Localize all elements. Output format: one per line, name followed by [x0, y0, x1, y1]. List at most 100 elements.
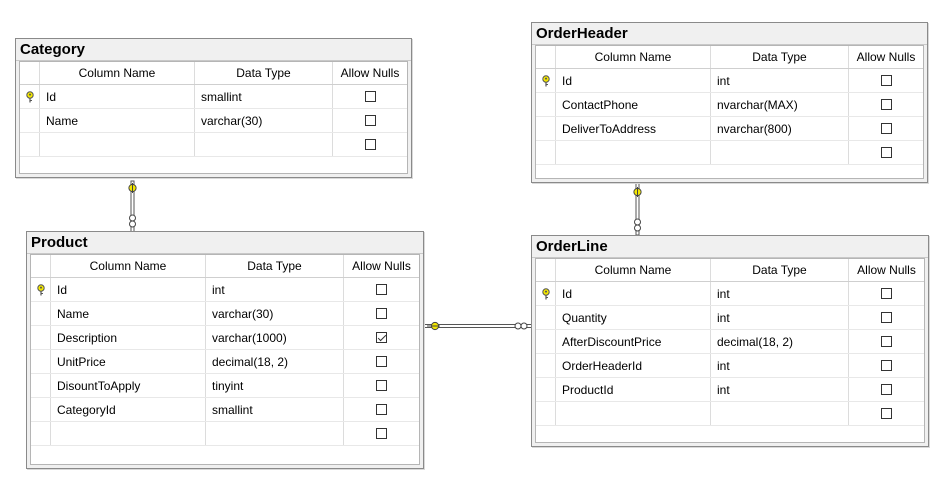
allow-nulls-cell[interactable] [849, 306, 924, 329]
column-name-cell[interactable]: Name [51, 302, 206, 325]
data-type-cell[interactable]: varchar(30) [195, 109, 333, 132]
allow-nulls-checkbox[interactable] [376, 380, 387, 391]
table-row[interactable] [536, 402, 924, 426]
column-name-cell[interactable]: ContactPhone [556, 93, 711, 116]
allow-nulls-checkbox[interactable] [881, 384, 892, 395]
allow-nulls-cell[interactable] [333, 133, 407, 156]
allow-nulls-checkbox[interactable] [376, 404, 387, 415]
row-selector[interactable] [536, 402, 556, 425]
column-name-cell[interactable]: Name [40, 109, 195, 132]
allow-nulls-cell[interactable] [849, 354, 924, 377]
table-row[interactable] [20, 133, 407, 157]
row-selector[interactable] [20, 109, 40, 132]
allow-nulls-checkbox[interactable] [881, 408, 892, 419]
table-title[interactable]: OrderHeader [532, 23, 927, 45]
data-type-cell[interactable]: int [711, 378, 849, 401]
allow-nulls-cell[interactable] [333, 109, 407, 132]
data-type-cell[interactable]: decimal(18, 2) [206, 350, 344, 373]
data-type-cell[interactable]: decimal(18, 2) [711, 330, 849, 353]
allow-nulls-cell[interactable] [849, 69, 923, 92]
data-type-cell[interactable]: varchar(1000) [206, 326, 344, 349]
allow-nulls-checkbox[interactable] [880, 99, 892, 110]
column-name-cell[interactable]: DeliverToAddress [556, 117, 711, 140]
allow-nulls-cell[interactable] [344, 326, 419, 349]
data-type-cell[interactable] [195, 133, 333, 156]
row-selector[interactable] [536, 354, 556, 377]
column-name-cell[interactable]: Id [40, 85, 195, 108]
allow-nulls-cell[interactable] [849, 330, 924, 353]
row-selector[interactable] [31, 326, 51, 349]
table-row[interactable] [31, 422, 419, 446]
allow-nulls-checkbox[interactable] [364, 139, 376, 150]
data-type-cell[interactable]: int [206, 278, 344, 301]
allow-nulls-checkbox[interactable] [881, 336, 892, 347]
row-selector[interactable] [20, 133, 40, 156]
data-type-cell[interactable]: tinyint [206, 374, 344, 397]
data-type-cell[interactable] [711, 141, 849, 164]
column-name-cell[interactable]: Id [51, 278, 206, 301]
data-type-cell[interactable]: smallint [206, 398, 344, 421]
row-selector[interactable] [536, 141, 556, 164]
allow-nulls-checkbox[interactable] [881, 312, 892, 323]
allow-nulls-checkbox[interactable] [880, 147, 892, 158]
column-name-cell[interactable]: Id [556, 69, 711, 92]
allow-nulls-checkbox[interactable] [880, 123, 892, 134]
column-name-cell[interactable]: Quantity [556, 306, 711, 329]
row-selector[interactable] [20, 85, 40, 108]
column-name-cell[interactable] [51, 422, 206, 445]
column-name-cell[interactable] [556, 402, 711, 425]
row-selector[interactable] [536, 117, 556, 140]
row-selector[interactable] [536, 378, 556, 401]
data-type-cell[interactable]: smallint [195, 85, 333, 108]
allow-nulls-cell[interactable] [849, 402, 924, 425]
row-selector[interactable] [536, 282, 556, 305]
allow-nulls-cell[interactable] [344, 398, 419, 421]
allow-nulls-cell[interactable] [344, 422, 419, 445]
allow-nulls-checkbox[interactable] [376, 332, 387, 343]
column-name-cell[interactable]: CategoryId [51, 398, 206, 421]
row-selector[interactable] [31, 422, 51, 445]
data-type-cell[interactable]: int [711, 306, 849, 329]
allow-nulls-checkbox[interactable] [881, 288, 892, 299]
row-selector[interactable] [31, 302, 51, 325]
allow-nulls-checkbox[interactable] [881, 360, 892, 371]
table-row[interactable] [536, 141, 923, 165]
allow-nulls-cell[interactable] [344, 278, 419, 301]
column-name-cell[interactable]: OrderHeaderId [556, 354, 711, 377]
data-type-cell[interactable]: varchar(30) [206, 302, 344, 325]
allow-nulls-checkbox[interactable] [376, 356, 387, 367]
column-name-cell[interactable]: Id [556, 282, 711, 305]
allow-nulls-cell[interactable] [849, 378, 924, 401]
allow-nulls-checkbox[interactable] [376, 308, 387, 319]
allow-nulls-checkbox[interactable] [880, 75, 892, 86]
row-selector[interactable] [536, 69, 556, 92]
column-name-cell[interactable] [40, 133, 195, 156]
data-type-cell[interactable] [711, 402, 849, 425]
column-name-cell[interactable] [556, 141, 711, 164]
allow-nulls-cell[interactable] [849, 117, 923, 140]
table-title[interactable]: Product [27, 232, 423, 254]
row-selector[interactable] [31, 374, 51, 397]
allow-nulls-cell[interactable] [344, 302, 419, 325]
